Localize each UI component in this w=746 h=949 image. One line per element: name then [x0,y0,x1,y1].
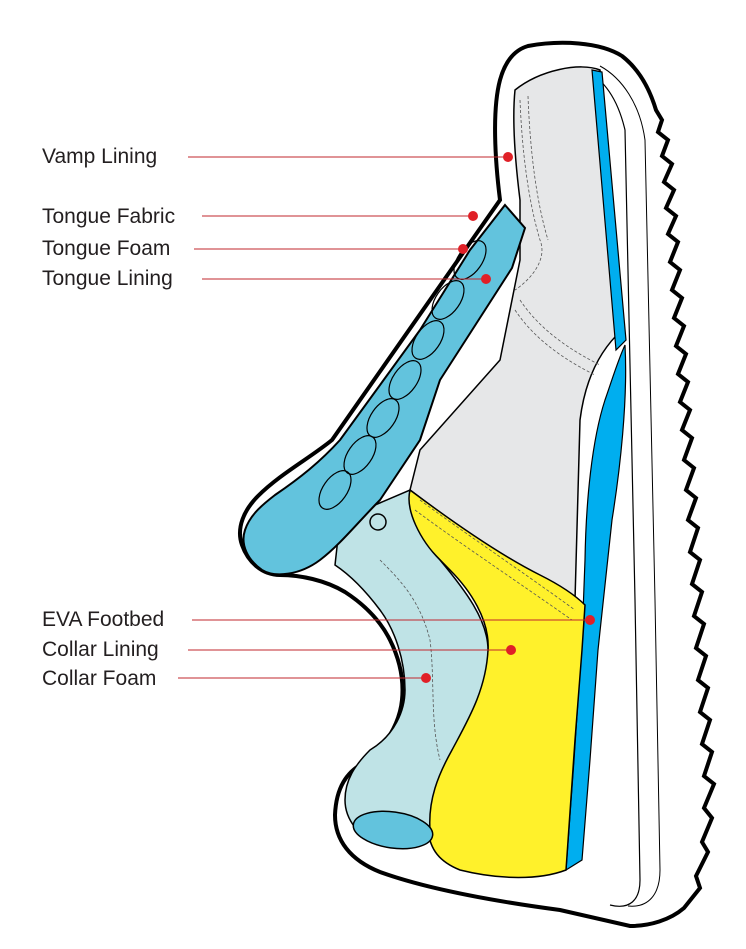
leader-lines [178,156,590,679]
label-vamp-lining: Vamp Lining [42,145,158,168]
marker-tongue-fabric [468,211,478,221]
label-tongue-foam: Tongue Foam [42,237,171,260]
label-collar-foam: Collar Foam [42,667,157,690]
marker-vamp-lining [503,152,513,162]
accent-stripe-upper [591,69,627,352]
marker-eva-footbed [585,615,595,625]
tongue-region [242,203,527,576]
marker-collar-lining [506,645,516,655]
label-collar-lining: Collar Lining [42,638,159,661]
accent-stripe-lower [565,344,627,872]
stitching [379,95,601,761]
midsole-line-2 [599,65,661,907]
label-eva-footbed: EVA Footbed [42,608,165,631]
marker-collar-foam [421,673,431,683]
marker-tongue-foam [458,244,468,254]
label-tongue-fabric: Tongue Fabric [42,205,176,228]
marker-tongue-lining [481,274,491,284]
label-tongue-lining: Tongue Lining [42,267,173,290]
heel-opening [352,810,434,850]
markers [421,152,595,683]
eyelet [369,513,387,531]
